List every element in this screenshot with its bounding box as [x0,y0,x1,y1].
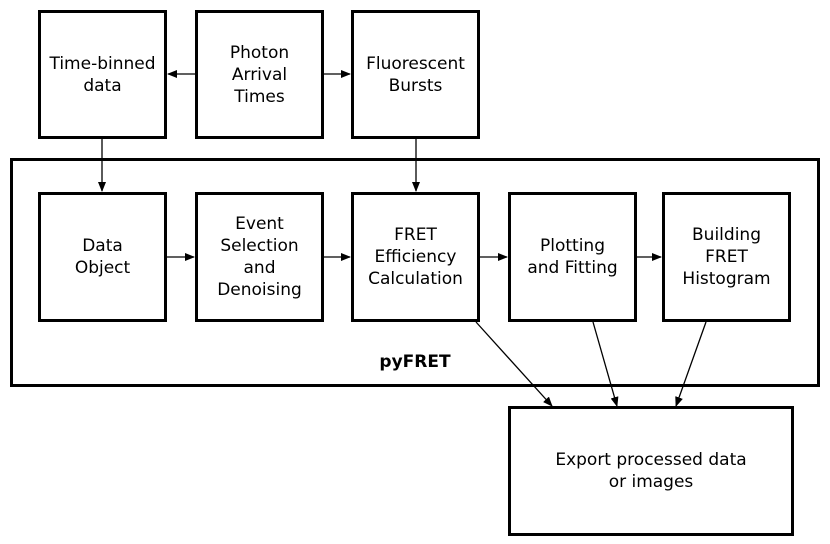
fret-histogram-box: Building FRET Histogram [662,192,791,322]
arrow-fret-efficiency-to-export [475,321,553,407]
plotting-fitting-box: Plotting and Fitting [508,192,637,322]
fret-efficiency-box: FRET Efficiency Calculation [351,192,480,322]
fluorescent-bursts-box: Fluorescent Bursts [351,10,480,139]
photon-arrival-times-box: Photon Arrival Times [195,10,324,139]
export-box: Export processed data or images [508,406,794,536]
data-object-box: Data Object [38,192,167,322]
arrow-plotting-to-export [592,321,619,407]
pyfret-label: pyFRET [379,352,451,372]
arrow-histogram-to-export [675,321,707,407]
time-binned-data-box: Time-binned data [38,10,167,139]
event-selection-box: Event Selection and Denoising [195,192,324,322]
pyfret-frame [10,158,820,387]
